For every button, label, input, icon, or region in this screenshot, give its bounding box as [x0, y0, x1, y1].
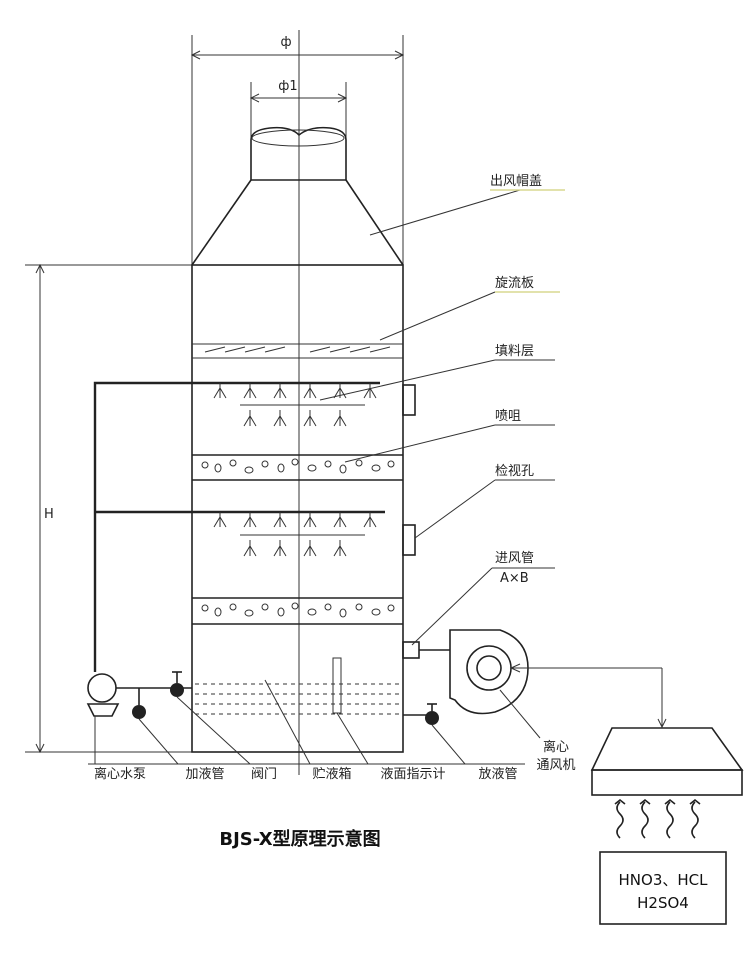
label-valve: 阀门: [251, 767, 277, 782]
label-level-indicator: 液面指示计: [380, 767, 445, 782]
phi1-label: ф1: [278, 79, 297, 94]
label-inlet-pipe-size: A×B: [500, 571, 529, 586]
collection-hood: [590, 727, 744, 839]
callout-packing-layer: 填料层: [319, 344, 555, 401]
label-drain-pipe: 放液管: [478, 767, 517, 782]
dimension-height: H: [25, 263, 192, 754]
swirl-plate: [192, 343, 403, 359]
label-fan-1: 离心: [543, 739, 569, 755]
inspection-hole-upper: [402, 384, 416, 416]
tower: [93, 126, 450, 753]
label-packing-layer: 填料层: [495, 344, 534, 359]
label-fan-2: 通风机: [536, 758, 575, 773]
diagram-caption: BJS-X型原理示意图: [219, 828, 380, 850]
label-swirl-plate: 旋流板: [495, 276, 534, 291]
height-label: H: [44, 507, 54, 522]
lower-spray-header: [95, 510, 385, 557]
label-outlet-hood: 出风帽盖: [490, 173, 542, 189]
gas-source-line-1: HNO3、HCL: [619, 871, 709, 889]
bottom-callouts: [88, 679, 525, 765]
label-inspection-hole: 检视孔: [495, 464, 534, 479]
callout-inlet-pipe: 进风管 A×B: [411, 551, 555, 646]
callout-inspection-hole: 检视孔: [414, 464, 555, 539]
label-water-pump: 离心水泵: [94, 766, 146, 782]
callout-outlet-hood: 出风帽盖: [369, 173, 565, 236]
label-inlet-pipe: 进风管: [495, 551, 534, 566]
centrifugal-fan: [449, 629, 667, 729]
upper-spray-header: [93, 381, 380, 640]
callout-nozzle: 喷咀: [344, 409, 555, 463]
gas-source-box: HNO3、HCL H2SO4: [599, 851, 727, 925]
inlet-pipe: [402, 641, 420, 659]
gas-source-line-2: H2SO4: [637, 894, 689, 912]
lower-packing-layer: [192, 597, 403, 625]
label-tank: 贮液箱: [312, 766, 351, 782]
label-nozzle: 喷咀: [495, 409, 521, 424]
callout-fan: 离心 通风机: [499, 689, 576, 773]
dimension-phi: ф: [190, 35, 405, 265]
level-indicator: [332, 657, 342, 714]
pump-assembly: [86, 640, 439, 725]
liquid-level: [195, 683, 400, 715]
label-feed-pipe: 加液管: [185, 767, 224, 782]
inspection-hole-lower: [402, 524, 416, 556]
callout-swirl-plate: 旋流板: [379, 276, 560, 341]
phi-label: ф: [280, 35, 291, 50]
upper-packing-layer: [192, 454, 403, 481]
